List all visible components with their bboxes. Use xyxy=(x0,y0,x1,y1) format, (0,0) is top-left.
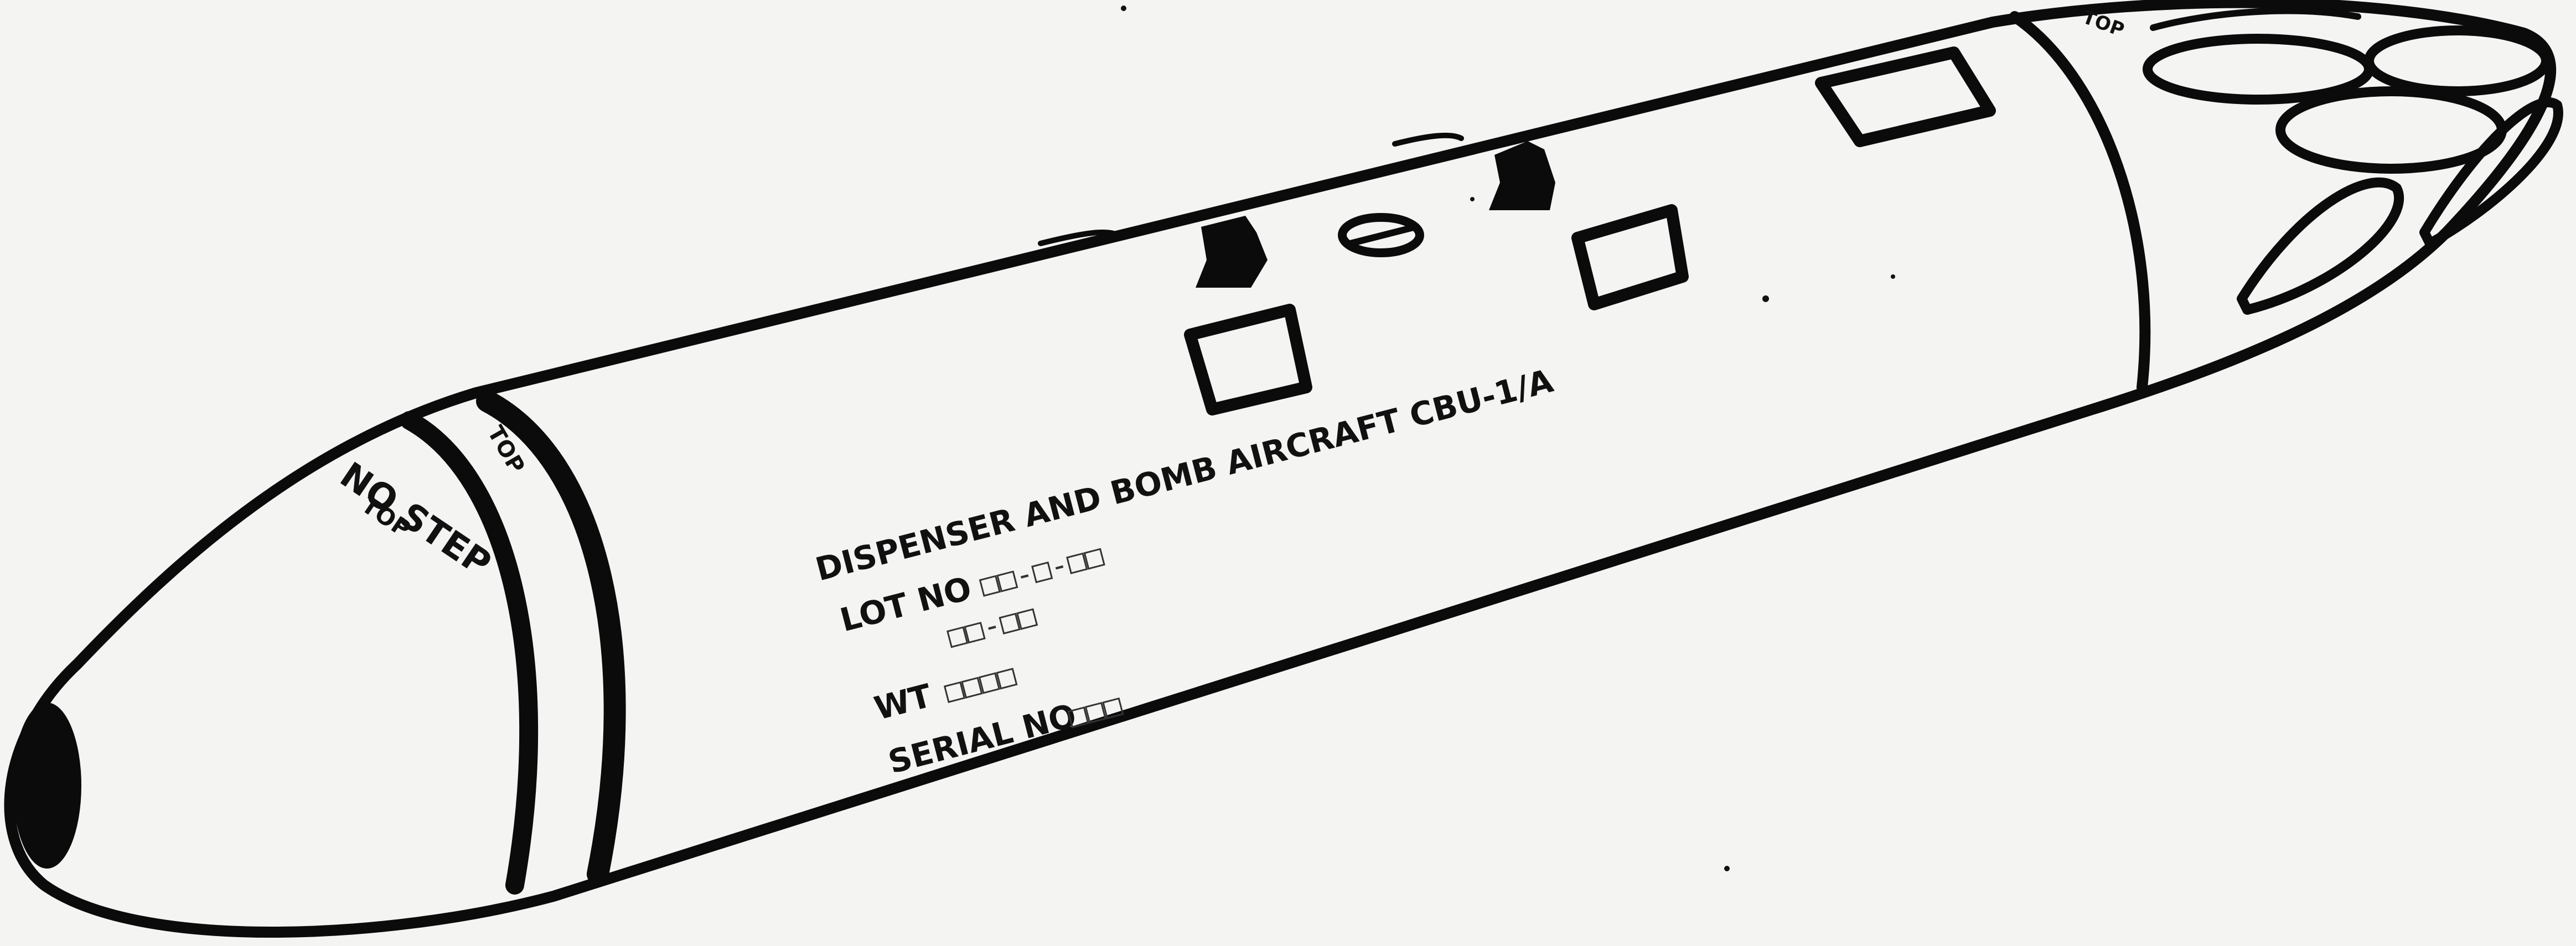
nose-tip xyxy=(13,703,81,869)
nose-band-outer xyxy=(400,411,539,895)
access-panel-right xyxy=(1571,204,1689,310)
tail-seam xyxy=(2009,11,2151,393)
suspension-lug-right xyxy=(1489,141,1555,210)
top-fittings xyxy=(1038,46,1996,415)
arming-port-slot xyxy=(1347,225,1415,247)
arming-port xyxy=(1338,213,1424,257)
access-panel-tail xyxy=(1815,46,1996,147)
print-speckles xyxy=(1121,6,1895,871)
dispenser-body xyxy=(4,0,2556,938)
suspension-lug-left xyxy=(1196,216,1268,288)
nose-band-inner xyxy=(476,390,626,885)
tail-fins xyxy=(2143,7,2563,315)
access-panel-left xyxy=(1184,304,1312,415)
